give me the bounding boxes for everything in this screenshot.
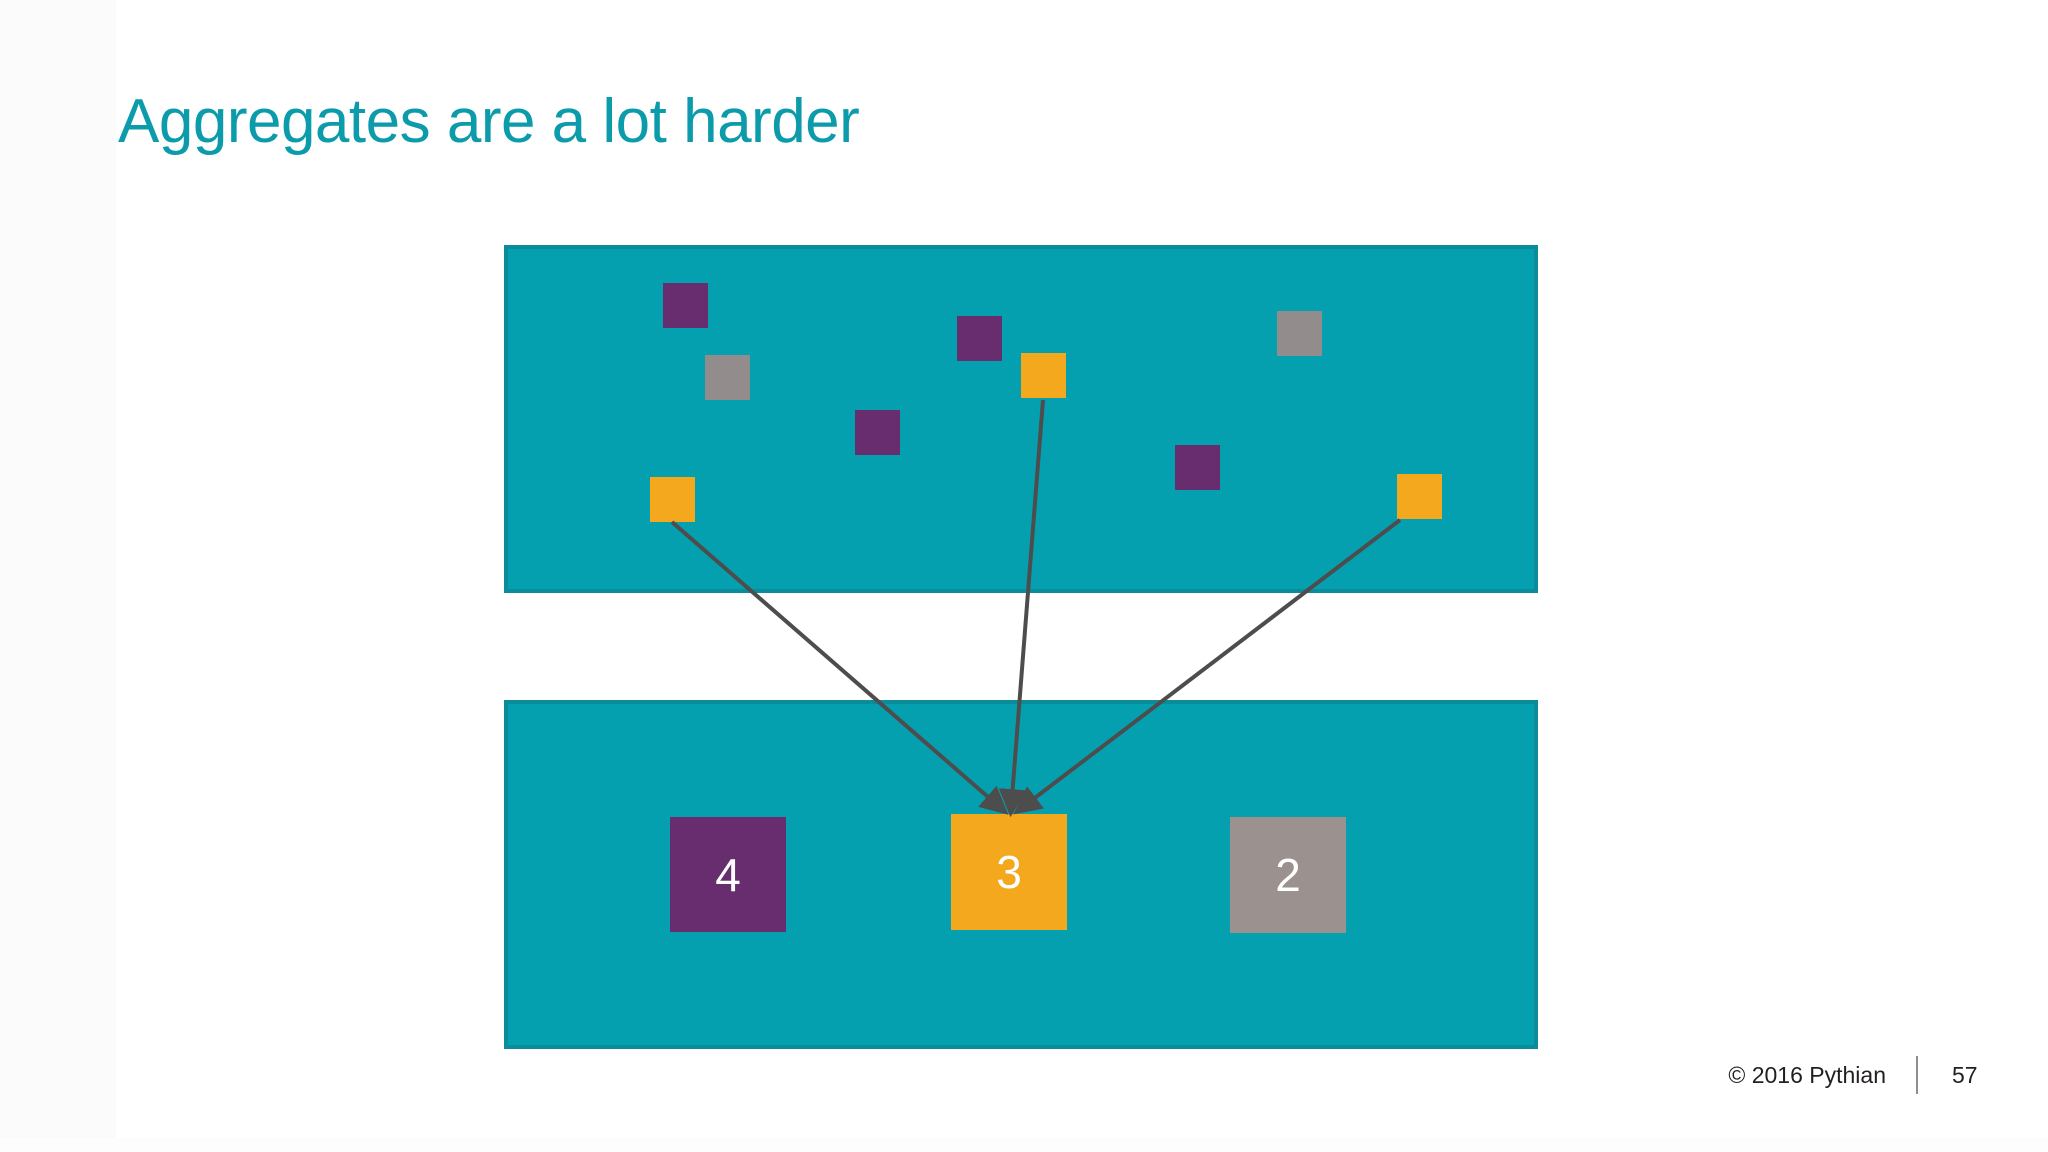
- raw-data-chip-purple-6: [1175, 445, 1220, 490]
- raw-data-chip-purple-3: [957, 316, 1002, 361]
- page-number: 57: [1952, 1061, 1978, 1088]
- aggregate-chip-count: 2: [1275, 849, 1301, 901]
- footer-divider: [1916, 1056, 1918, 1094]
- raw-data-panel: [504, 245, 1538, 593]
- raw-data-chip-orange-8: [1397, 474, 1442, 519]
- copyright-text: © 2016 Pythian: [1728, 1061, 1886, 1088]
- raw-data-chip-gray-1: [705, 355, 750, 400]
- aggregate-chip-3: 3: [951, 814, 1067, 930]
- slide-bottom-margin: [0, 1138, 2048, 1152]
- slide-footer: © 2016 Pythian 57: [1728, 1056, 1986, 1094]
- aggregate-chip-2: 2: [1230, 817, 1346, 933]
- slide-left-margin: [0, 0, 116, 1152]
- raw-data-chip-purple-2: [855, 410, 900, 455]
- raw-data-chip-orange-7: [650, 477, 695, 522]
- aggregate-chip-count: 4: [715, 848, 741, 901]
- raw-data-chip-orange-4: [1021, 353, 1066, 398]
- raw-data-chip-gray-5: [1277, 311, 1322, 356]
- aggregate-chip-count: 3: [996, 846, 1022, 898]
- aggregate-chip-4: 4: [670, 817, 786, 932]
- page-title: Aggregates are a lot harder: [118, 87, 860, 156]
- raw-data-chip-purple-0: [663, 283, 708, 328]
